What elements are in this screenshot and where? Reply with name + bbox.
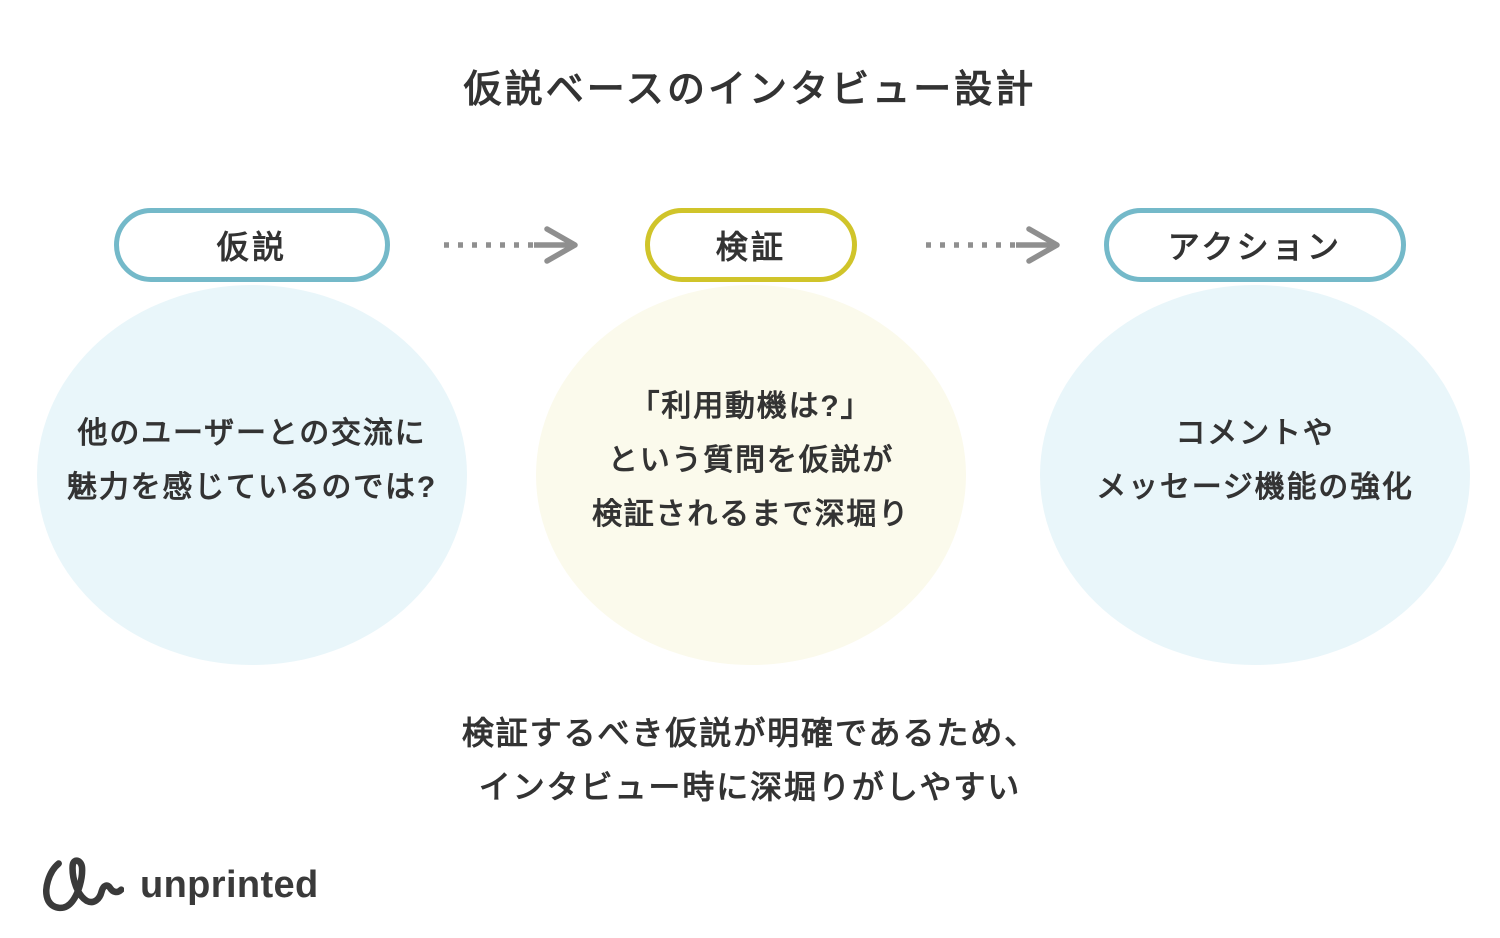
step-text-line: 「利用動機は?」 <box>629 390 873 423</box>
step-action-label: アクション <box>1167 229 1343 265</box>
step-hypothesis-text: 他のユーザーとの交流に 魅力を感じているのでは? <box>67 407 437 515</box>
step-action-pill: アクション <box>1104 208 1406 282</box>
step-hypothesis-circle: 他のユーザーとの交流に 魅力を感じているのでは? <box>37 285 467 665</box>
brand-logo: unprinted <box>40 852 319 918</box>
step-verification-label: 検証 <box>715 229 787 265</box>
step-text-line: コメントや <box>1175 417 1335 450</box>
step-text-line: メッセージ機能の強化 <box>1096 471 1414 504</box>
step-hypothesis: 仮説 他のユーザーとの交流に 魅力を感じているのでは? <box>37 208 467 665</box>
step-verification-text: 「利用動機は?」 という質問を仮説が 検証されるまで深堀り <box>592 380 910 542</box>
brand-name: unprinted <box>140 863 319 906</box>
step-verification-pill: 検証 <box>645 208 857 282</box>
step-action-circle: コメントや メッセージ機能の強化 <box>1040 285 1470 665</box>
diagram-title: 仮説ベースのインタビュー設計 <box>463 69 1037 111</box>
step-text-line: という質問を仮説が <box>607 444 895 477</box>
dotted-arrow-icon <box>922 217 1062 273</box>
step-verification: 検証 「利用動機は?」 という質問を仮説が 検証されるまで深堀り <box>536 208 966 665</box>
step-text-line: 魅力を感じているのでは? <box>67 471 437 504</box>
step-text-line: 他のユーザーとの交流に <box>77 417 427 450</box>
step-text-line: 検証されるまで深堀り <box>592 498 910 531</box>
step-action: アクション コメントや メッセージ機能の強化 <box>1040 208 1470 665</box>
caption-line: インタビュー時に深堀りがしやすい <box>478 769 1022 805</box>
caption: 検証するべき仮説が明確であるため、 インタビュー時に深堀りがしやすい <box>0 706 1500 814</box>
dotted-arrow-icon <box>440 217 580 273</box>
step-hypothesis-label: 仮説 <box>216 229 288 265</box>
caption-line: 検証するべき仮説が明確であるため、 <box>461 715 1039 751</box>
unprinted-logo-icon <box>43 857 124 912</box>
step-action-text: コメントや メッセージ機能の強化 <box>1096 407 1413 515</box>
step-hypothesis-pill: 仮説 <box>114 208 390 282</box>
step-verification-circle: 「利用動機は?」 という質問を仮説が 検証されるまで深堀り <box>536 285 966 665</box>
